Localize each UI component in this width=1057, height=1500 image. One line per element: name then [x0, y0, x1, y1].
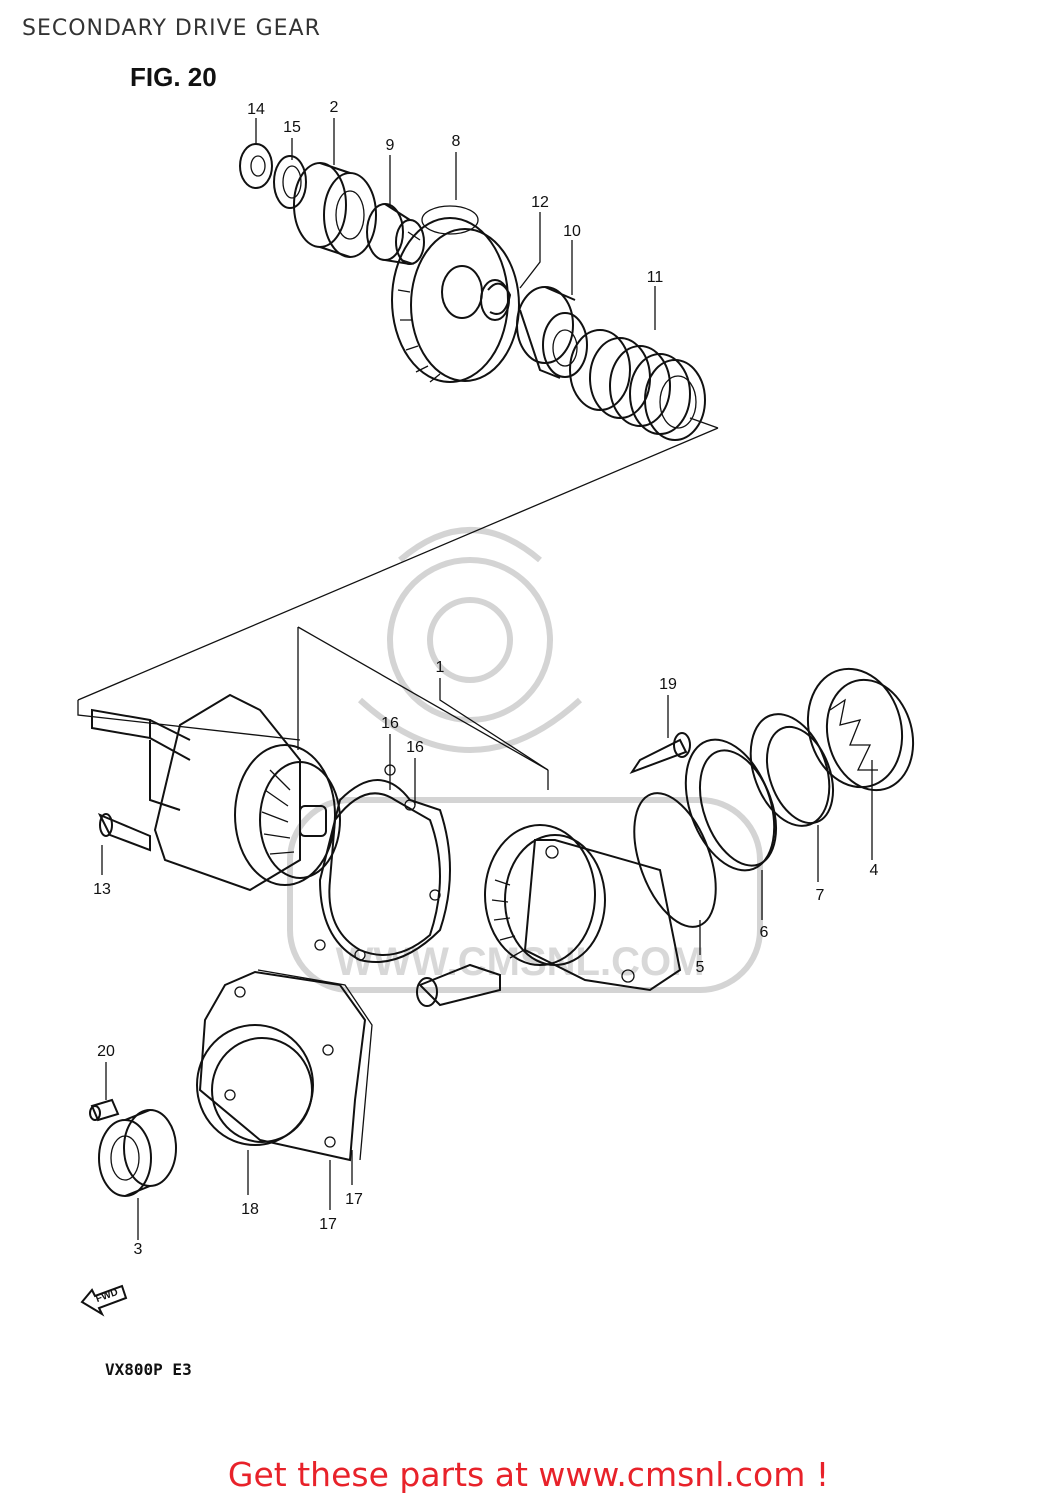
callout-11: 11 [646, 269, 664, 286]
callout-1: 1 [435, 659, 445, 676]
callout-8: 8 [451, 133, 461, 150]
part-1-bevel-gear-assembly [416, 824, 682, 1007]
part-10-cam [516, 286, 588, 379]
part-15-washer [273, 155, 307, 209]
part-6-seal [684, 738, 777, 872]
assembly-frame-lines [77, 417, 719, 790]
callout-20: 20 [97, 1043, 115, 1060]
part-3-needle-bearing [98, 1109, 177, 1197]
part-12-circlip [487, 282, 512, 315]
callout-6: 6 [759, 924, 769, 941]
callout-9: 9 [385, 137, 395, 154]
callout-17-a: 17 [319, 1216, 337, 1233]
page-title: SECONDARY DRIVE GEAR [22, 16, 321, 41]
callout-3: 3 [133, 1241, 143, 1258]
part-11-spring [569, 329, 706, 441]
part-2-bearing [293, 162, 377, 258]
part-19-bolt [629, 732, 691, 775]
callout-18: 18 [241, 1201, 259, 1218]
part-7-bearing [749, 713, 834, 827]
figure-label: FIG. 20 [130, 62, 217, 92]
callout-leader-lines [101, 118, 873, 1240]
callout-14: 14 [247, 101, 265, 118]
final-gear-case-assembly [91, 693, 341, 892]
callout-7: 7 [815, 887, 825, 904]
callout-19: 19 [659, 676, 677, 693]
part-14-nut [239, 143, 273, 189]
callout-13: 13 [93, 881, 111, 898]
callout-15: 15 [283, 119, 301, 136]
part-20-dowel-pin [89, 1098, 120, 1122]
part-5-o-ring [633, 792, 717, 928]
model-code: VX800P E3 [105, 1360, 192, 1379]
callout-12: 12 [531, 194, 549, 211]
callout-16-b: 16 [406, 739, 424, 756]
fwd-arrow-icon [80, 1284, 128, 1317]
part-8-driven-gear [391, 205, 520, 383]
part-4-ring-nut [806, 667, 915, 792]
top-shaft-assembly [239, 143, 706, 441]
callout-10: 10 [563, 223, 581, 240]
callout-17-b: 17 [345, 1191, 363, 1208]
callout-5: 5 [695, 959, 705, 976]
cta-link[interactable]: Get these parts at www.cmsnl.com ! [227, 1455, 830, 1494]
callout-4: 4 [869, 862, 879, 879]
callout-16-a: 16 [381, 715, 399, 732]
callout-2: 2 [329, 99, 339, 116]
part-18-cover-and-17-gaskets [196, 969, 373, 1162]
